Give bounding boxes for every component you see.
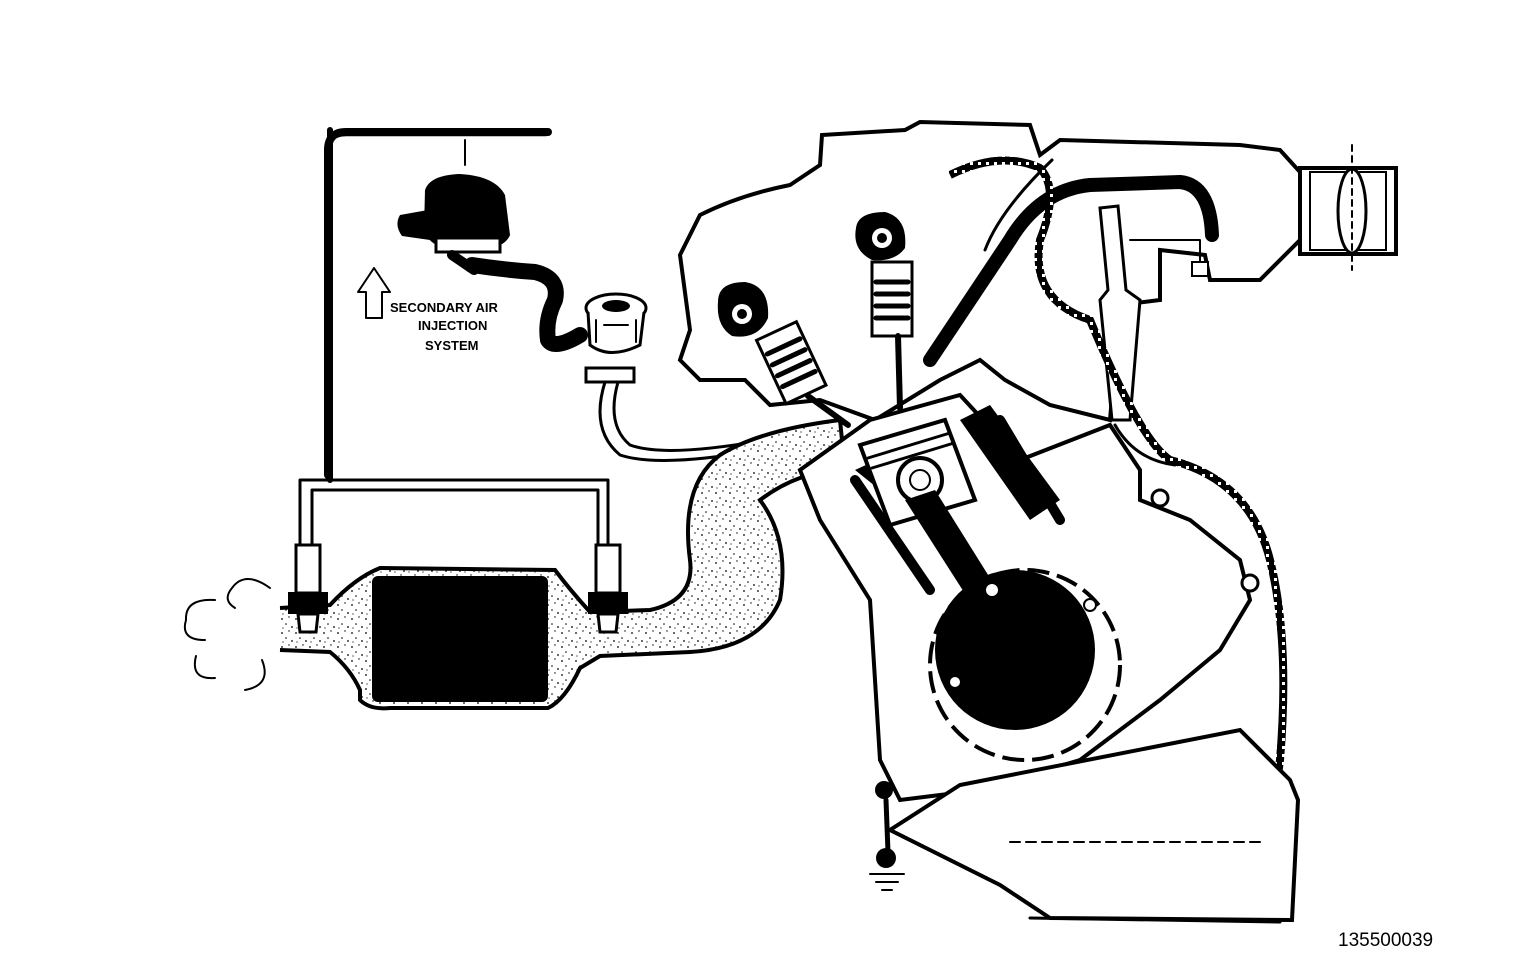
oil-pan [885,727,1301,923]
oxygen-sensor-downstream [588,543,628,634]
label-line-1: SECONDARY AIR [390,300,498,315]
air-injection-valve [584,292,767,462]
piston [857,417,978,528]
valve-spring-intake [870,260,914,338]
ground-symbol [869,781,905,891]
exhaust-gas-puffs [183,578,271,691]
block-port-lower [1240,573,1260,593]
figure-number: 135500039 [1338,930,1433,951]
exhaust-pipe [279,417,848,711]
catalytic-converter [372,576,548,702]
intake-manifold [923,175,1219,367]
cylinder-wall-right [960,405,1060,520]
label-line-3: SYSTEM [425,338,478,353]
label-line-2: INJECTION [418,318,487,333]
block-port-upper [1150,488,1170,508]
exhaust-camshaft [717,282,769,337]
air-hose [464,257,588,352]
secondary-air-pump [397,174,510,275]
secondary-air-label: SECONDARY AIR INJECTION SYSTEM [357,267,498,353]
throttle-body [1298,144,1398,271]
intake-camshaft [855,212,906,261]
sensor-wiring [298,127,610,547]
crankshaft [928,568,1122,762]
timing-chain [948,156,1288,872]
oxygen-sensor-upstream [288,543,328,634]
intake-valve [895,333,903,411]
exhaust-valve [805,393,851,428]
